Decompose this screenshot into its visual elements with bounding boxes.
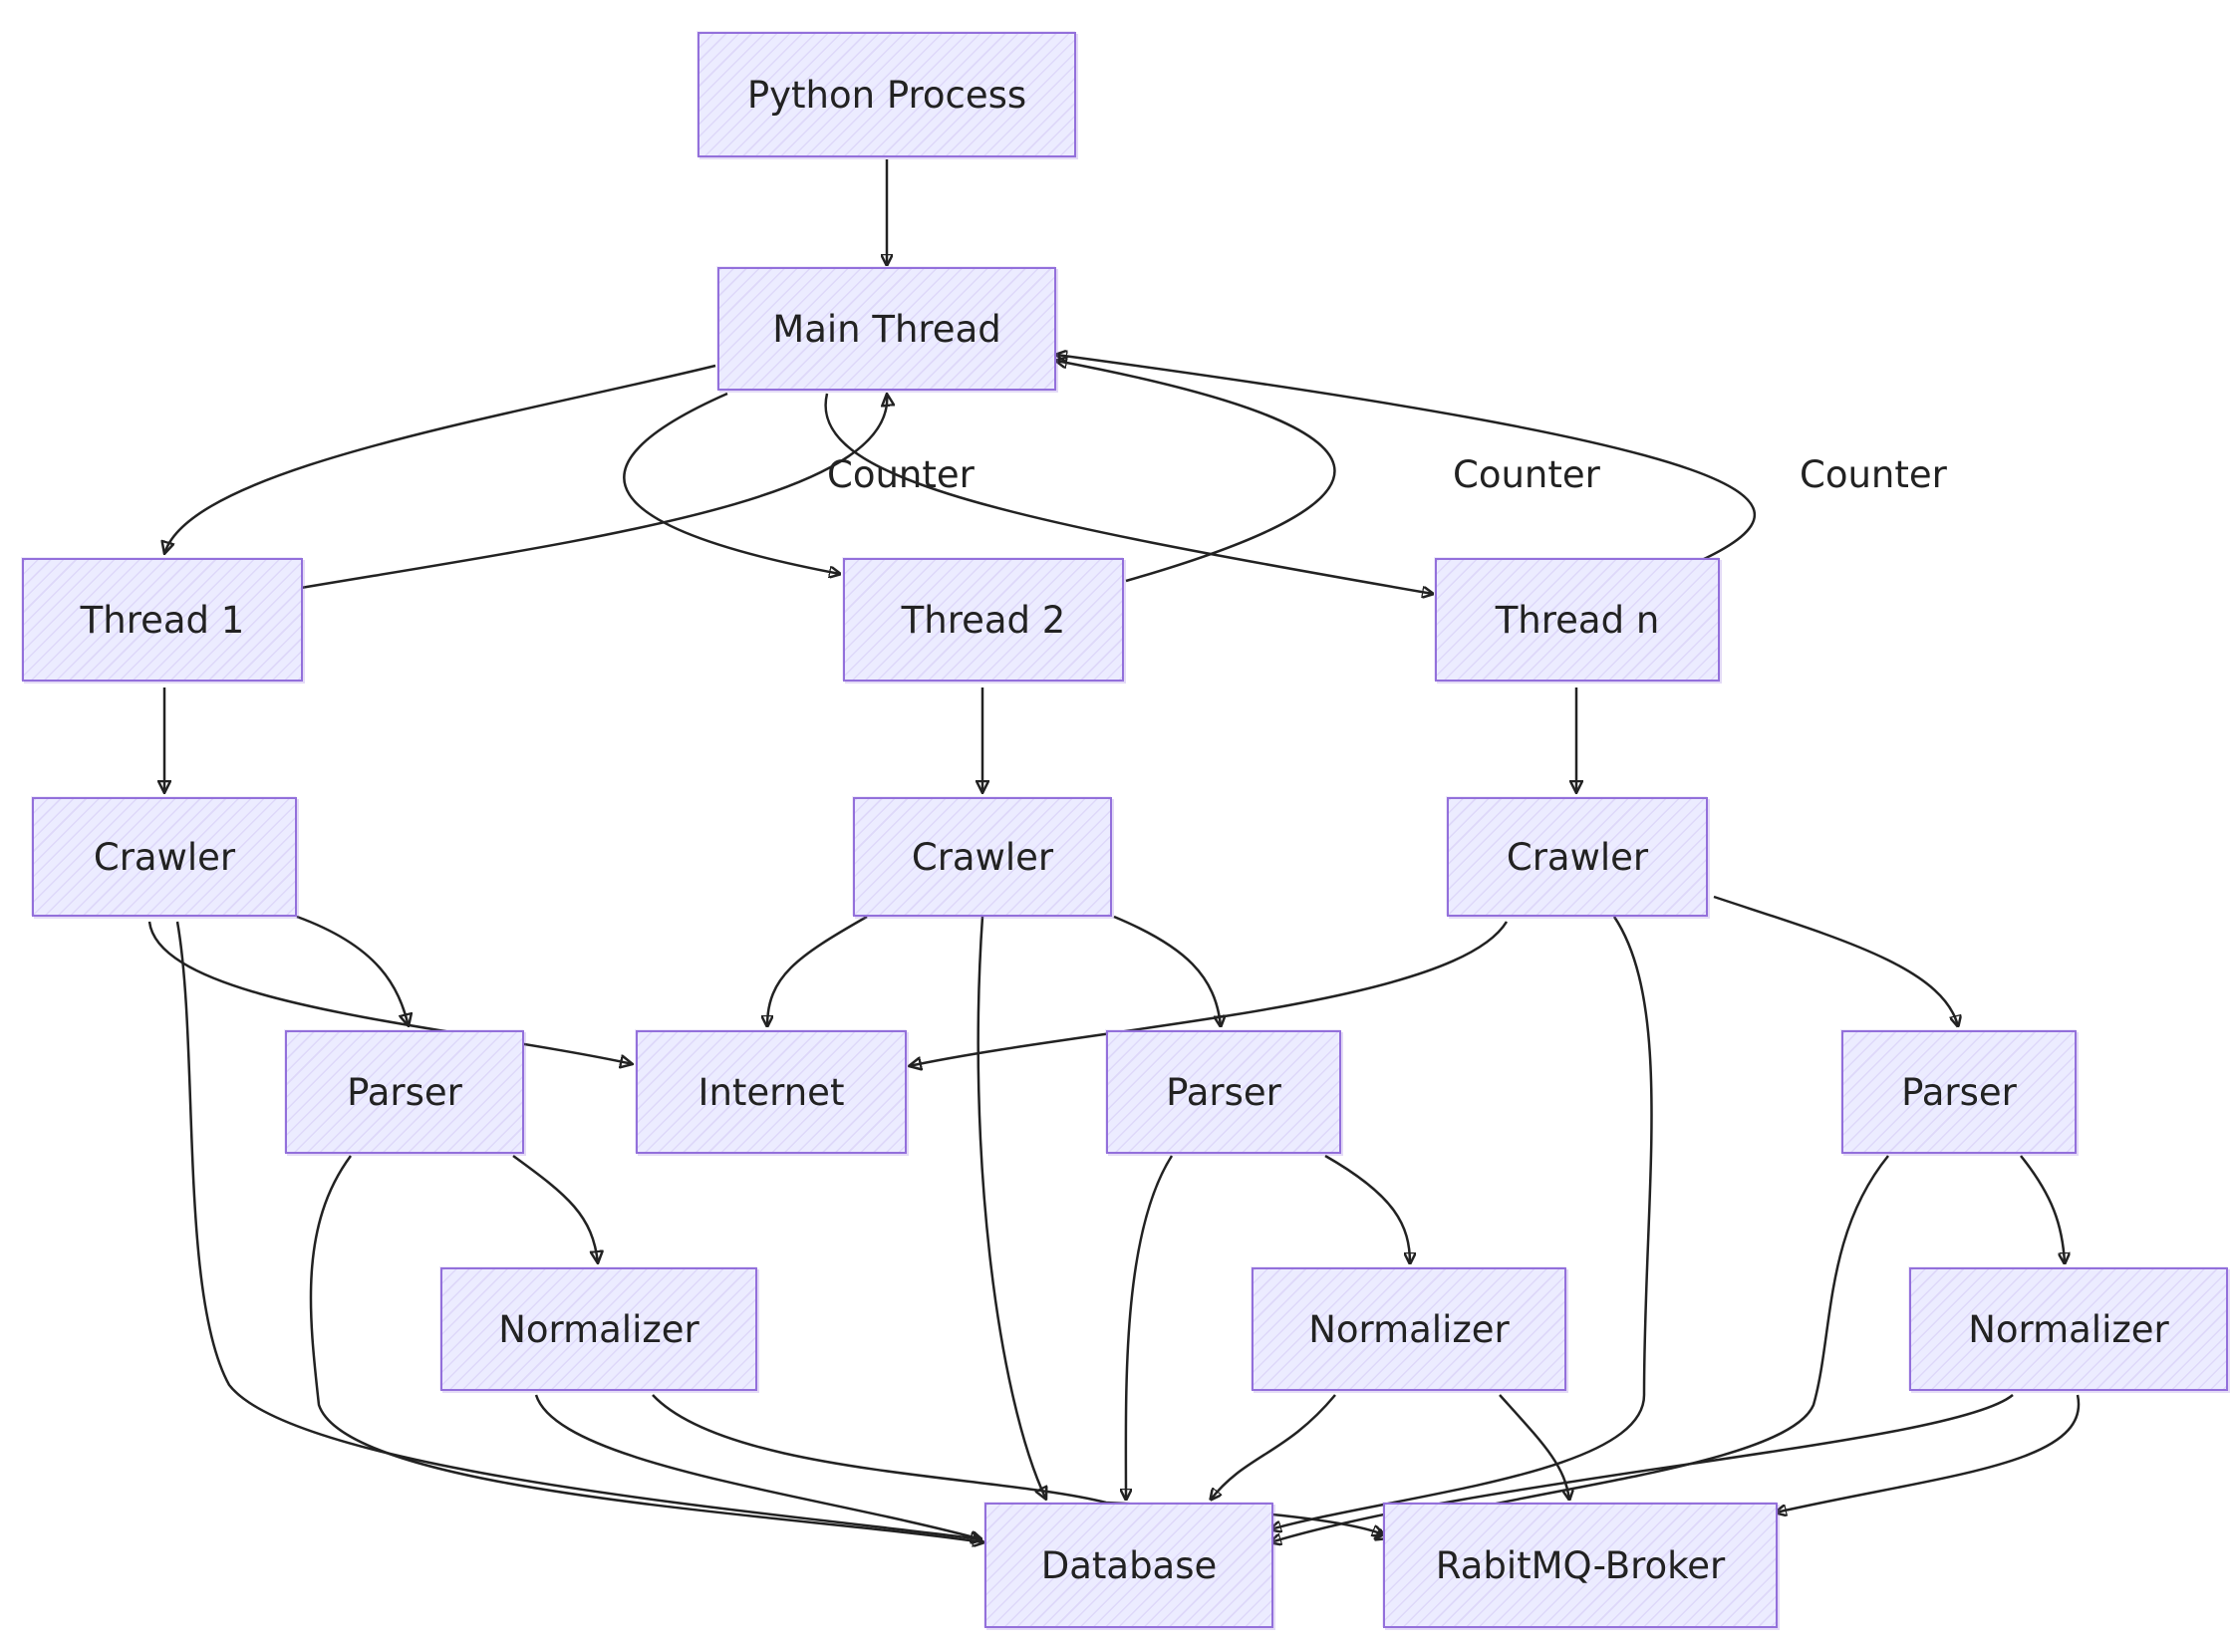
edge-normalizer-2-to-database [1211, 1394, 1336, 1500]
node-label: Normalizer [1308, 1307, 1510, 1351]
node-parser-n[interactable]: Parser [1841, 1030, 2077, 1154]
edge-thread-2-counter [1056, 361, 1336, 583]
edge-main-to-thread-1 [164, 364, 716, 554]
node-label: Internet [698, 1070, 845, 1114]
node-label: Thread 1 [80, 598, 245, 642]
edge-parser-n-to-normalizer [2020, 1155, 2065, 1263]
node-parser-2[interactable]: Parser [1106, 1030, 1341, 1154]
edge-crawler-2-to-database [977, 916, 1046, 1500]
edge-label-counter-n: Counter [1800, 453, 1947, 496]
node-label: Normalizer [498, 1307, 699, 1351]
edge-crawler-1-to-database [175, 921, 981, 1539]
edge-main-to-thread-n [824, 393, 1433, 594]
edge-normalizer-n-to-rabbitmq [1776, 1394, 2081, 1513]
node-python-process[interactable]: Python Process [698, 32, 1076, 157]
node-internet[interactable]: Internet [636, 1030, 907, 1154]
node-parser-1[interactable]: Parser [285, 1030, 524, 1154]
node-normalizer-n[interactable]: Normalizer [1909, 1267, 2228, 1391]
edge-normalizer-1-to-database [534, 1394, 981, 1539]
edge-normalizer-1-to-rabbitmq [652, 1394, 1383, 1534]
node-main-thread[interactable]: Main Thread [717, 267, 1056, 391]
edge-crawler-n-to-database [1270, 916, 1653, 1529]
edge-parser-2-to-database [1126, 1155, 1174, 1500]
node-label: Parser [1166, 1070, 1281, 1114]
edge-crawler-2-to-internet [767, 915, 868, 1026]
node-thread-2[interactable]: Thread 2 [843, 558, 1124, 682]
edge-main-to-thread-2 [623, 392, 840, 574]
node-label: Normalizer [1968, 1307, 2169, 1351]
node-thread-1[interactable]: Thread 1 [22, 558, 303, 682]
edge-crawler-1-to-internet [147, 921, 633, 1064]
node-label: Parser [1901, 1070, 2017, 1114]
node-label: Crawler [93, 835, 236, 879]
node-label: Thread 2 [901, 598, 1066, 642]
node-normalizer-2[interactable]: Normalizer [1252, 1267, 1566, 1391]
node-label: Crawler [1506, 835, 1649, 879]
edge-parser-1-to-normalizer [512, 1154, 598, 1263]
node-label: RabitMQ-Broker [1435, 1543, 1726, 1587]
node-thread-n[interactable]: Thread n [1435, 558, 1720, 682]
edge-crawler-n-to-internet [909, 921, 1509, 1066]
edge-parser-2-to-normalizer [1324, 1154, 1410, 1263]
node-crawler-n[interactable]: Crawler [1447, 797, 1708, 917]
edge-label-counter-1: Counter [827, 453, 975, 496]
node-crawler-2[interactable]: Crawler [853, 797, 1112, 917]
node-rabbitmq-broker[interactable]: RabitMQ-Broker [1383, 1503, 1778, 1628]
node-database[interactable]: Database [984, 1503, 1273, 1628]
edge-thread-1-counter [300, 394, 887, 590]
node-label: Parser [347, 1070, 462, 1114]
node-normalizer-1[interactable]: Normalizer [440, 1267, 757, 1391]
node-label: Crawler [911, 835, 1054, 879]
edge-normalizer-2-to-rabbitmq [1499, 1394, 1569, 1500]
node-label: Database [1040, 1543, 1218, 1587]
edge-thread-n-counter [1056, 355, 1757, 562]
edge-normalizer-n-to-database [1270, 1394, 2014, 1542]
edge-crawler-1-to-parser [296, 915, 409, 1026]
node-label: Python Process [746, 73, 1027, 117]
edge-crawler-2-to-parser [1113, 915, 1221, 1026]
node-label: Thread n [1495, 598, 1660, 642]
node-crawler-1[interactable]: Crawler [32, 797, 297, 917]
edge-parser-1-to-database [309, 1155, 983, 1542]
edge-label-counter-2: Counter [1453, 453, 1600, 496]
node-label: Main Thread [772, 307, 1001, 351]
edge-crawler-n-to-parser [1713, 895, 1958, 1026]
